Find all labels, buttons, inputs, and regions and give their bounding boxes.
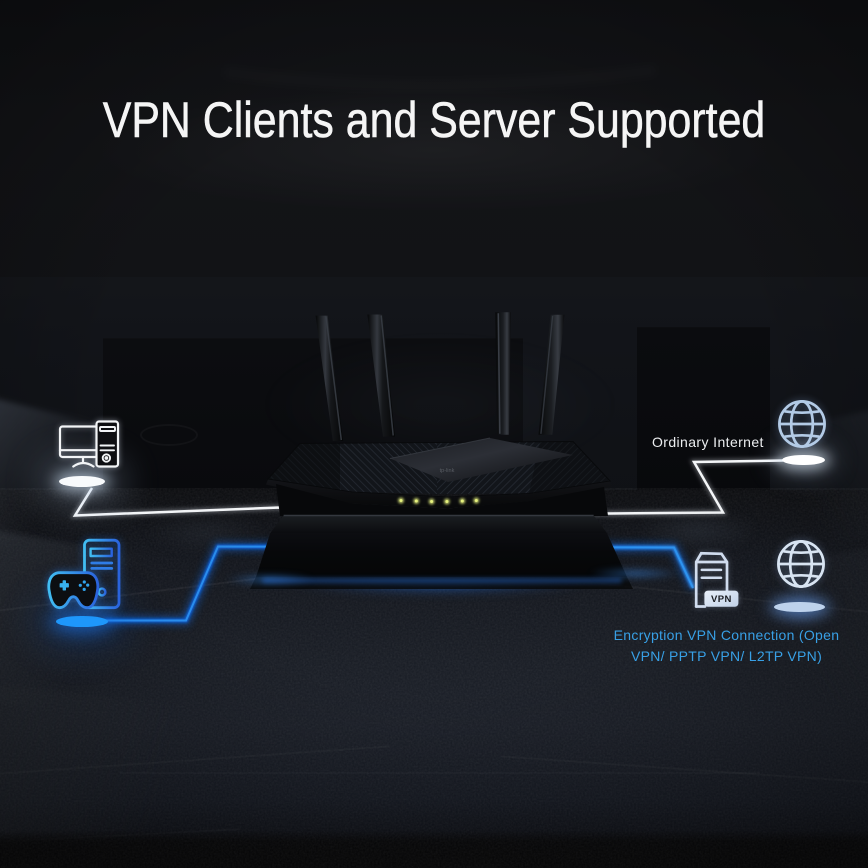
svg-text:tp-link: tp-link [440,468,455,474]
svg-text:VPN: VPN [711,594,732,605]
